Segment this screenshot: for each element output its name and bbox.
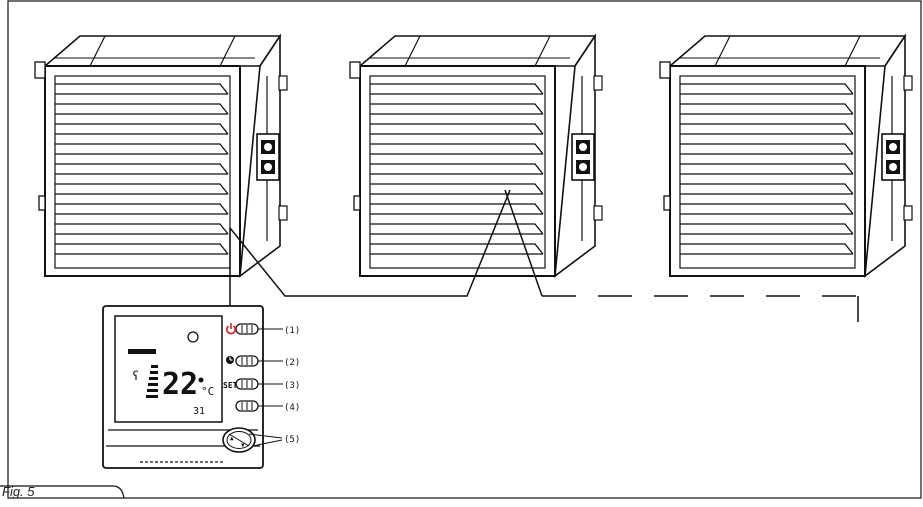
fan-icon: ʕ (132, 369, 139, 383)
heater-unit-1 (34, 35, 288, 277)
signal-bars-icon (146, 365, 158, 398)
power-icon (226, 323, 236, 335)
sensor-icon (187, 331, 199, 343)
figure-caption: Fig. 5 (2, 484, 35, 499)
clock-icon (226, 356, 234, 364)
timer-readout: 31 (193, 406, 205, 417)
temperature-readout: 22 (162, 367, 198, 402)
heater-unit-3 (659, 35, 913, 277)
lcd-screen (114, 315, 223, 423)
degree-unit: °C (201, 385, 214, 398)
wall-controller: ʕ 22 °C 31 (102, 305, 300, 469)
down-arrow-icon: ▼ (241, 442, 245, 449)
callout-3: (3) (284, 381, 300, 391)
arrow-button[interactable]: ▲ ▼ (222, 427, 256, 453)
wiring-dashed (504, 189, 859, 322)
callout-5: (5) (284, 435, 300, 445)
callout-1: (1) (284, 326, 300, 336)
caption-tab (0, 485, 125, 499)
heater-unit-2 (349, 35, 603, 277)
frame-border (7, 0, 922, 499)
set-icon: SET (223, 381, 238, 390)
callout-4: (4) (284, 403, 300, 413)
callout-2: (2) (284, 358, 300, 368)
up-arrow-icon: ▲ (230, 435, 234, 442)
